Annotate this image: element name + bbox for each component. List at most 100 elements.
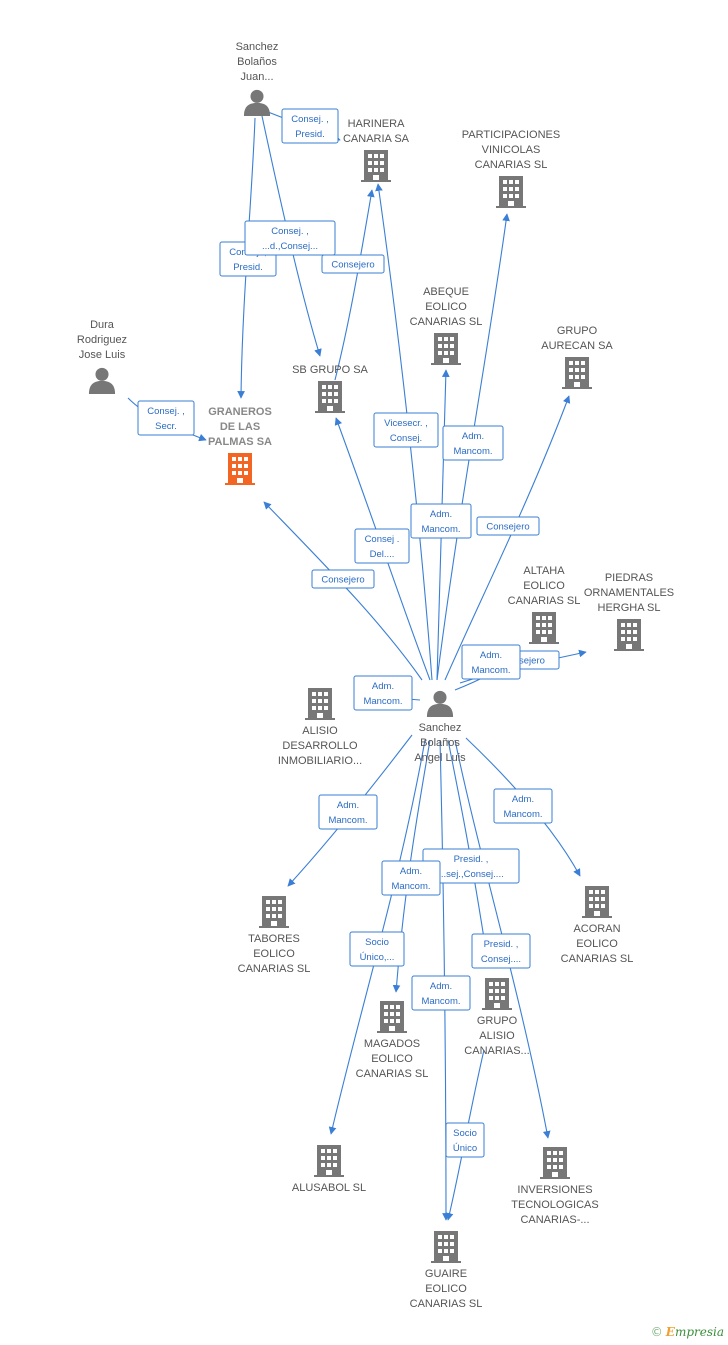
edge-label-text: Presid. , <box>484 939 519 950</box>
node-label: CANARIA SA <box>343 133 410 145</box>
edge-label-text: Presid. <box>233 262 263 273</box>
edge-label[interactable]: Adm. Mancom. <box>381 860 441 896</box>
node-label: Angel Luis <box>414 752 466 764</box>
edge-label[interactable]: Adm. Mancom. <box>353 675 413 711</box>
node-harinera[interactable]: HARINERA CANARIA SA <box>343 118 410 182</box>
node-label: ALUSABOL SL <box>292 1182 366 1194</box>
node-label: Sanchez <box>419 722 462 734</box>
edge-label-text: ...sejero <box>511 656 545 667</box>
edge-labels-layer: Consej. ,Presid.Consej. ,Presid.Consej. … <box>137 108 560 1158</box>
edge-label[interactable]: SocioÚnico,... <box>349 931 405 967</box>
edge-label-text: Consej. , <box>291 114 329 125</box>
node-label: GRUPO <box>557 325 598 337</box>
edge-line <box>447 739 491 965</box>
node-grupo-alisio[interactable]: GRUPO ALISIO CANARIAS... <box>464 978 530 1057</box>
building-icon <box>614 619 644 651</box>
edge-label-text: Consej. , <box>147 406 185 417</box>
node-label: GRUPO <box>477 1015 518 1027</box>
node-label: CANARIAS SL <box>475 159 548 171</box>
edge-label[interactable]: Consej. ,...d.,Consej... <box>244 220 336 256</box>
edge-label-text: Consejero <box>321 575 364 586</box>
edge-label-text: Mancom. <box>421 524 460 535</box>
node-label: EOLICO <box>425 1283 467 1295</box>
edge-label-text: Secr. <box>155 421 177 432</box>
edge-label-text: Mancom. <box>391 881 430 892</box>
building-icon <box>305 688 335 720</box>
edge-label-text: Del.... <box>370 549 395 560</box>
node-label: Juan... <box>240 71 273 83</box>
edge-label-text: Adm. <box>372 681 394 692</box>
edge-line <box>454 739 551 1139</box>
edge-label[interactable]: Consej. ,Presid. <box>281 108 339 144</box>
node-inversiones[interactable]: INVERSIONESTECNOLOGICASCANARIAS-... <box>511 1147 599 1226</box>
node-label: Sanchez <box>236 41 279 53</box>
edge-label[interactable]: Adm.Mancom. <box>318 794 378 830</box>
edge-label[interactable]: Consejero <box>311 569 375 589</box>
building-icon <box>361 150 391 182</box>
person-icon <box>243 89 271 116</box>
node-label: EOLICO <box>253 948 295 960</box>
brand-initial: E <box>665 1325 675 1339</box>
node-label: DE LAS <box>220 421 260 433</box>
node-label: DESARROLLO <box>282 740 358 752</box>
building-icon <box>377 1001 407 1033</box>
building-icon <box>496 176 526 208</box>
node-label: INMOBILIARIO... <box>278 755 362 767</box>
edge-label-text: Consejero <box>486 522 529 533</box>
building-icon <box>225 453 255 485</box>
edge-label[interactable]: Presid. ,Consej.... <box>471 933 531 969</box>
edge-label[interactable]: Adm.Mancom. <box>442 425 504 461</box>
edge-label[interactable]: Presid. ,...sej.,Consej.... <box>422 848 520 884</box>
edge-label-text: Único <box>453 1143 477 1154</box>
edge-line <box>444 395 571 681</box>
node-alusabol[interactable]: ALUSABOL SL <box>292 1145 366 1194</box>
building-icon <box>431 1231 461 1263</box>
edge-label[interactable]: Adm.Mancom. <box>411 975 471 1011</box>
building-icon <box>314 1145 344 1177</box>
node-sanchez-juan[interactable]: SanchezBolañosJuan... <box>236 41 279 116</box>
node-label: HARINERA <box>348 118 406 130</box>
node-label: ACORAN <box>573 923 620 935</box>
edge-label[interactable]: Consejero <box>476 516 540 536</box>
edge-label[interactable]: Adm. Mancom. <box>461 644 521 680</box>
edge-label-text: Adm. <box>337 800 359 811</box>
edge-label-text: Adm. <box>400 866 422 877</box>
edge-label-text: ...sej.,Consej.... <box>438 869 503 880</box>
edge-label-text: Adm. <box>480 650 502 661</box>
edge-label[interactable]: Adm.Mancom. <box>493 788 553 824</box>
edge-label-text: Mancom. <box>363 696 402 707</box>
node-label: GUAIRE <box>425 1268 467 1280</box>
edge-label-text: ...d.,Consej... <box>262 241 318 252</box>
edge-label-text: Vicesecr. , <box>384 418 428 429</box>
edge-label[interactable]: Vicesecr. ,Consej. <box>373 412 439 448</box>
edge-label[interactable]: Adm.Mancom. <box>410 503 472 539</box>
node-label: CANARIAS-... <box>520 1214 589 1226</box>
node-alisio-des[interactable]: ALISIODESARROLLOINMOBILIARIO... <box>278 688 362 767</box>
node-label: ALISIO <box>479 1030 515 1042</box>
edge-label-text: Mancom. <box>471 665 510 676</box>
node-label: PALMAS SA <box>208 436 272 448</box>
edge-label[interactable]: Consejero <box>321 254 385 274</box>
node-label: SB GRUPO SA <box>292 364 368 376</box>
building-icon <box>315 381 345 413</box>
edge-label[interactable]: Consej .Del.... <box>354 528 410 564</box>
node-label: CANARIAS... <box>464 1045 529 1057</box>
node-sbgrupo[interactable]: SB GRUPO SA <box>292 364 369 413</box>
edge-label[interactable]: Consej. , Secr. <box>137 400 195 436</box>
node-label: CANARIAS SL <box>508 595 581 607</box>
node-label: Jose Luis <box>79 349 126 361</box>
